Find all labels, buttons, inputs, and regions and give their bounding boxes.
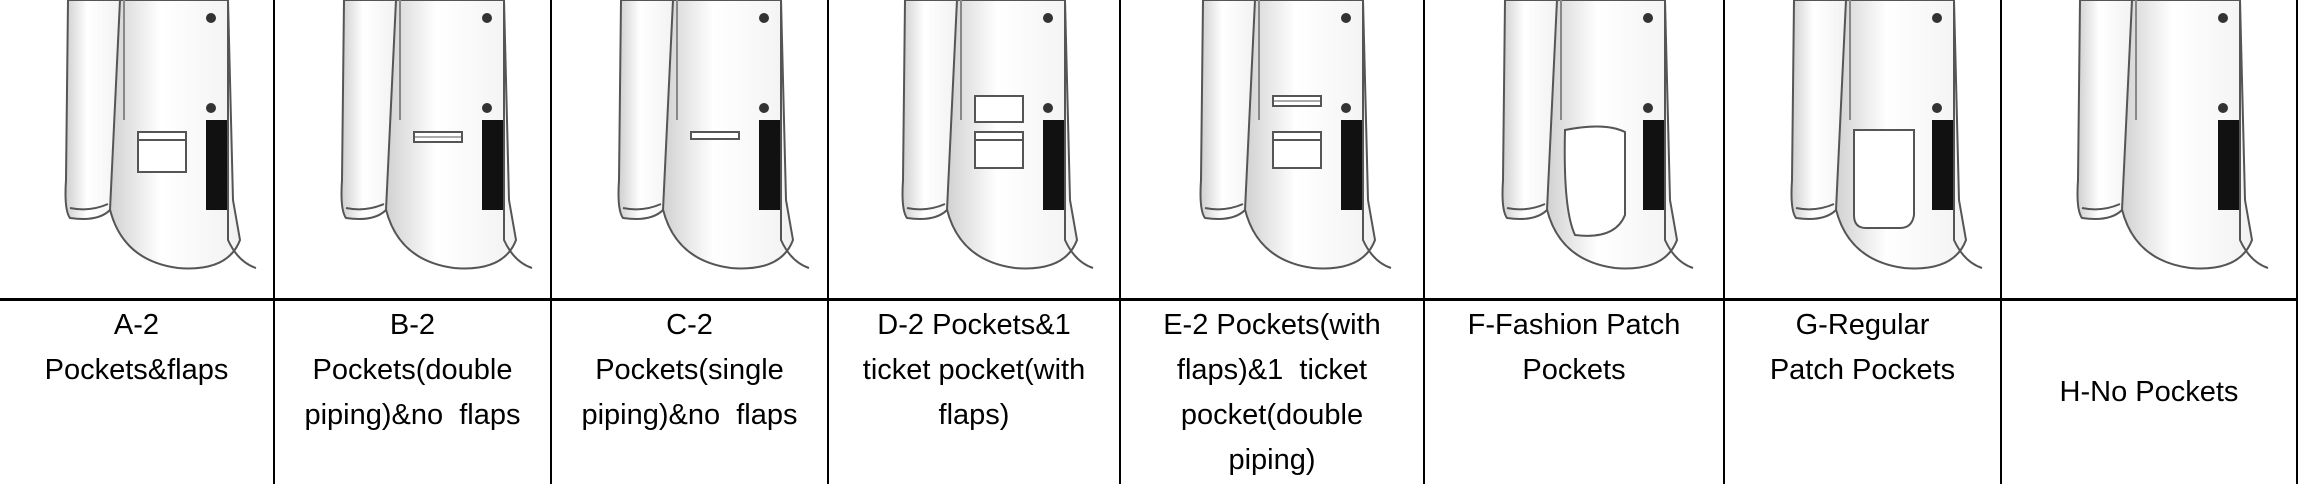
label-line: ticket pocket(with: [862, 354, 1086, 386]
label-line: Pockets(single: [595, 354, 784, 386]
label-line: A-2: [113, 309, 160, 341]
option-label-d: D-2 Pockets&1 ticket pocket(with flaps): [829, 298, 1121, 484]
label-line: piping)&no flaps: [581, 399, 798, 431]
label-line: D-2 Pockets&1: [877, 309, 1071, 341]
jacket-pocket-icon: [1790, 0, 1983, 270]
label-line: E-2 Pockets(with: [1163, 309, 1381, 341]
label-line: piping)&no flaps: [304, 399, 521, 431]
jacket-illustration-patch[interactable]: [1725, 0, 2002, 298]
jacket-illustration-patch-fashion[interactable]: [1425, 0, 1725, 298]
label-line: C-2: [666, 309, 713, 341]
label-line: G-Regular: [1795, 309, 1930, 341]
option-label-text: H-No Pockets: [2060, 370, 2239, 415]
jacket-illustration-flap[interactable]: [0, 0, 275, 298]
jacket-pocket-icon: [1199, 0, 1392, 270]
jacket-illustration-ticket-flap[interactable]: [829, 0, 1121, 298]
label-line: H-No Pockets: [2059, 376, 2239, 408]
option-label-h: H-No Pockets: [2002, 298, 2298, 484]
jacket-pocket-icon: [64, 0, 257, 270]
label-line: Pockets(double: [312, 354, 513, 386]
jacket-illustration-double[interactable]: [275, 0, 552, 298]
jacket-illustration-single[interactable]: [552, 0, 829, 298]
option-label-text: E-2 Pockets(with flaps)&1 ticket pocket(do…: [1163, 303, 1381, 484]
label-line: Pockets&flaps: [44, 354, 229, 386]
label-line: flaps): [938, 399, 1010, 431]
jacket-pocket-icon: [901, 0, 1094, 270]
jacket-pocket-icon: [2076, 0, 2269, 270]
jacket-illustration-ticket-double[interactable]: [1121, 0, 1425, 298]
option-label-e: E-2 Pockets(with flaps)&1 ticket pocket(do…: [1121, 298, 1425, 484]
option-label-text: D-2 Pockets&1 ticket pocket(with flaps): [863, 303, 1085, 484]
label-line: pocket(double: [1180, 399, 1364, 431]
label-line: piping): [1228, 444, 1316, 476]
label-line: Patch Pockets: [1769, 354, 1956, 386]
label-line: F-Fashion Patch: [1467, 309, 1681, 341]
jacket-pocket-icon: [617, 0, 810, 270]
jacket-pocket-icon: [340, 0, 533, 270]
jacket-pocket-icon: [1501, 0, 1694, 270]
label-line: Pockets: [1522, 354, 1626, 386]
jacket-illustration-none[interactable]: [2002, 0, 2298, 298]
label-line: flaps)&1 ticket: [1176, 354, 1368, 386]
label-line: B-2: [389, 309, 436, 341]
